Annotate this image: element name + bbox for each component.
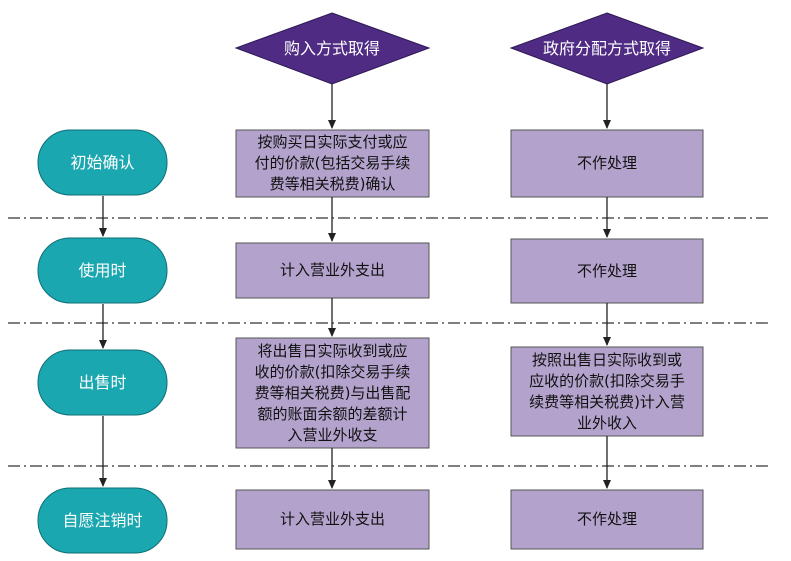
- purchase-box-text: 按购买日实际支付或应 付的价款(包括交易手续 费等相关税费)确认: [236, 130, 429, 197]
- text-line: 入营业外收支: [287, 425, 378, 444]
- government-box-text: 不作处理: [511, 490, 703, 549]
- stage-pill: [37, 237, 168, 304]
- text-line: 费等相关税费)与出售配: [254, 383, 411, 402]
- purchase-box: [235, 337, 430, 449]
- government-box-text: 不作处理: [511, 239, 703, 303]
- government-box-text: 按照出售日实际收到或 应收的价款(扣除交易手 续费等相关税费)计入营 业外收入: [511, 347, 703, 436]
- stage-label-cancel: 自愿注销时: [62, 511, 143, 530]
- text-line: 按照出售日实际收到或: [531, 350, 682, 369]
- government-box: [510, 129, 704, 198]
- header-label-government: 政府分配方式取得: [542, 38, 671, 58]
- text-line: 额的账面余额的差额计: [257, 404, 408, 423]
- text-line: 计入营业外支出: [279, 261, 385, 279]
- stage-pill: [37, 487, 168, 554]
- text-line: 将出售日实际收到或应: [257, 341, 408, 360]
- purchase-box: [235, 242, 430, 299]
- government-box: [510, 238, 704, 304]
- purchase-box-text: 计入营业外支出: [236, 490, 429, 549]
- purchase-box-text: 计入营业外支出: [236, 243, 429, 298]
- purchase-box-text: 将出售日实际收到或应 收的价款(扣除交易手续 费等相关税费)与出售配 额的账面余…: [236, 338, 429, 448]
- purchase-box: [235, 129, 430, 198]
- text-line: 不作处理: [576, 510, 637, 528]
- text-line: 不作处理: [576, 261, 637, 280]
- text-line: 费等相关税费)确认: [269, 175, 396, 193]
- government-box: [510, 346, 704, 437]
- stage-label-in-use: 使用时: [78, 261, 127, 280]
- header-label-purchase: 购入方式取得: [283, 38, 380, 58]
- stage-pill: [37, 129, 168, 196]
- text-line: 付的价款(包括交易手续: [254, 154, 411, 172]
- text-line: 不作处理: [576, 154, 637, 172]
- text-line: 收的价款(扣除交易手续: [254, 362, 411, 381]
- text-line: 计入营业外支出: [279, 510, 385, 528]
- government-box-text: 不作处理: [511, 130, 703, 197]
- text-line: 续费等相关税费)计入营: [529, 392, 685, 411]
- government-box: [510, 489, 704, 550]
- purchase-box: [235, 489, 430, 550]
- stage-label-sale: 出售时: [78, 373, 127, 392]
- stage-pill: [37, 349, 168, 416]
- text-line: 业外收入: [576, 413, 637, 432]
- text-line: 按购买日实际支付或应: [257, 133, 408, 151]
- text-line: 应收的价款(扣除交易手: [529, 371, 685, 390]
- stage-label-initial: 初始确认: [70, 153, 135, 172]
